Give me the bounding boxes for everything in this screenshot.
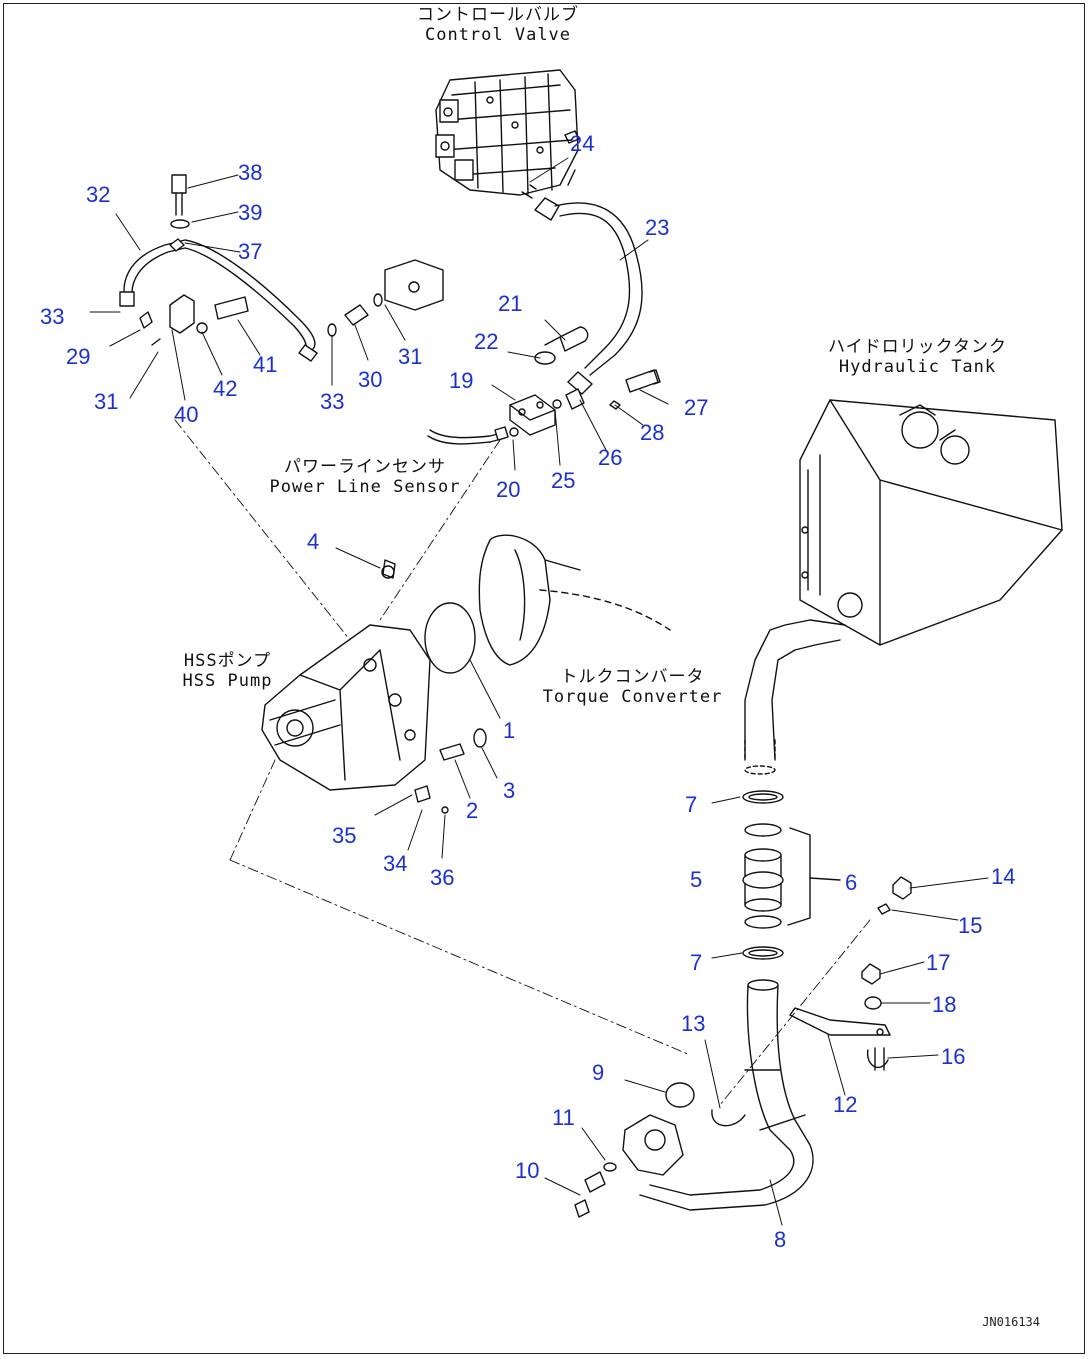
leader-lines — [89, 157, 989, 1226]
callout-26[interactable]: 26 — [598, 445, 623, 470]
hss-pump-drawing — [261, 559, 487, 814]
callout-36[interactable]: 36 — [430, 865, 455, 890]
callout-41[interactable]: 41 — [253, 352, 278, 377]
callout-23[interactable]: 23 — [645, 215, 670, 240]
callout-30[interactable]: 30 — [358, 367, 383, 392]
drawing-code: JN016134 — [982, 1315, 1040, 1329]
callout-13[interactable]: 13 — [681, 1011, 706, 1036]
callout-17[interactable]: 17 — [926, 950, 951, 975]
callout-18[interactable]: 18 — [932, 992, 957, 1017]
callout-38[interactable]: 38 — [238, 160, 263, 185]
hose-23 — [521, 184, 643, 395]
callout-32[interactable]: 32 — [86, 182, 111, 207]
callout-16[interactable]: 16 — [941, 1044, 966, 1069]
callout-22[interactable]: 22 — [474, 329, 499, 354]
callout-14[interactable]: 14 — [991, 864, 1016, 889]
callout-39[interactable]: 39 — [238, 200, 263, 225]
hose-joint-parts — [742, 790, 841, 960]
tube-32 — [119, 174, 444, 362]
bracket-12 — [789, 876, 912, 1071]
callout-4[interactable]: 4 — [307, 529, 320, 554]
callout-8[interactable]: 8 — [774, 1227, 787, 1252]
callout-3[interactable]: 3 — [503, 778, 516, 803]
connection-lines — [174, 419, 871, 1106]
callout-7-top[interactable]: 7 — [685, 792, 698, 817]
callout-20[interactable]: 20 — [496, 477, 521, 502]
callout-21[interactable]: 21 — [498, 291, 523, 316]
hydraulic-tank-drawing — [799, 399, 1063, 646]
callout-27[interactable]: 27 — [684, 395, 709, 420]
callout-29[interactable]: 29 — [66, 344, 91, 369]
suction-pipe — [744, 619, 846, 775]
callout-34[interactable]: 34 — [383, 851, 408, 876]
callout-5[interactable]: 5 — [690, 867, 703, 892]
callout-25[interactable]: 25 — [551, 468, 576, 493]
callout-19[interactable]: 19 — [449, 368, 474, 393]
callout-11[interactable]: 11 — [552, 1105, 575, 1130]
callout-12[interactable]: 12 — [833, 1092, 858, 1117]
callout-9[interactable]: 9 — [592, 1060, 605, 1085]
callout-35[interactable]: 35 — [332, 823, 357, 848]
callout-2[interactable]: 2 — [466, 798, 479, 823]
callout-31-mid[interactable]: 31 — [398, 344, 423, 369]
callout-7-bottom[interactable]: 7 — [690, 950, 703, 975]
callout-15[interactable]: 15 — [958, 913, 983, 938]
callout-42[interactable]: 42 — [213, 376, 238, 401]
callout-24[interactable]: 24 — [570, 131, 595, 156]
callout-40[interactable]: 40 — [174, 402, 199, 427]
torque-converter-drawing — [478, 534, 671, 666]
callout-31-left[interactable]: 31 — [94, 389, 119, 414]
callout-28[interactable]: 28 — [640, 420, 665, 445]
diagram-border — [3, 3, 1085, 1354]
callout-37[interactable]: 37 — [238, 239, 263, 264]
callout-10[interactable]: 10 — [515, 1158, 540, 1183]
control-valve-drawing — [435, 69, 580, 196]
pipe-8 — [574, 979, 814, 1218]
callout-6[interactable]: 6 — [845, 870, 858, 895]
callout-33-left[interactable]: 33 — [40, 304, 65, 329]
callout-33-mid[interactable]: 33 — [320, 389, 345, 414]
callout-1[interactable]: 1 — [503, 718, 516, 743]
block-19 — [427, 326, 661, 445]
